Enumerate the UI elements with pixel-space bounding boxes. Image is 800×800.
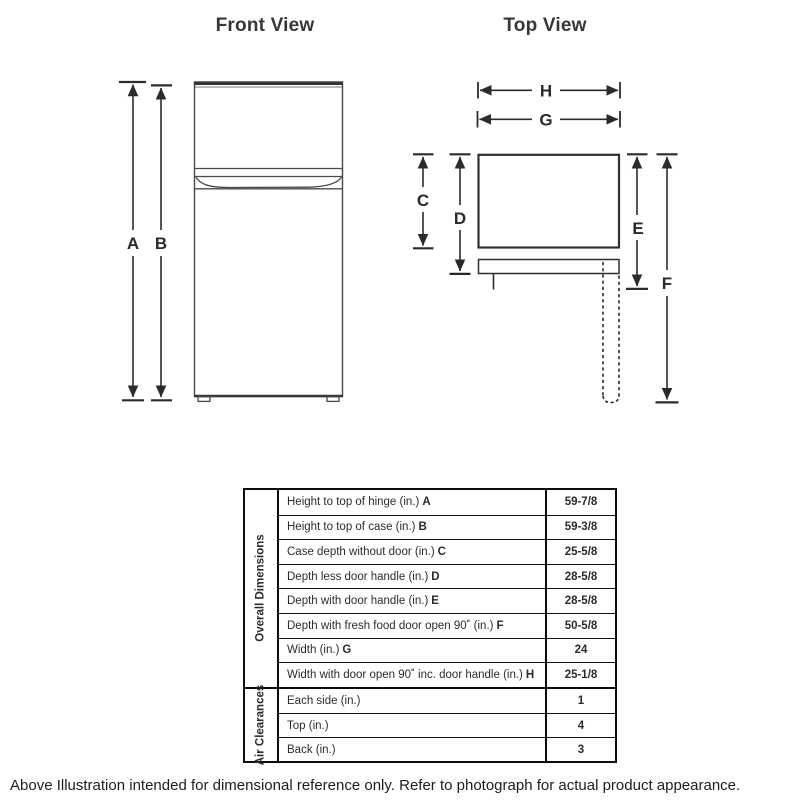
fridge-outline	[193, 81, 344, 398]
dimension-diagram: A B H	[119, 80, 679, 404]
fridge-foot-right	[326, 396, 340, 403]
row-value: 1	[545, 688, 615, 713]
top-view-title: Top View	[503, 15, 587, 36]
dim-label-c: C	[417, 191, 429, 210]
dim-c: C	[413, 153, 434, 250]
row-value: 4	[545, 713, 615, 738]
front-view: A B	[119, 80, 344, 403]
row-value: 25-1/8	[545, 663, 615, 687]
table-row: Back (in.) 3	[279, 737, 615, 762]
row-label: Depth less door handle (in.)	[287, 570, 429, 583]
dimensions-table: Overall Dimensions Height to top of hing…	[243, 488, 617, 765]
table-section-air-clearances: Air Clearances Each side (in.) 1 Top (in…	[245, 685, 615, 765]
row-label: Depth with fresh food door open 90˚ (in.…	[287, 619, 494, 632]
row-dimension-letter: E	[431, 595, 439, 608]
open-door-dashed-bottom	[602, 395, 620, 404]
table-row: Width with door open 90˚ inc. door handl…	[279, 662, 615, 687]
dim-label-h: H	[540, 82, 552, 101]
table-row: Depth less door handle (in.)D 28-5/8	[279, 563, 615, 589]
dim-label-b: B	[155, 234, 167, 253]
table-row: Top (in.) 4	[279, 712, 615, 738]
door-outline	[477, 258, 620, 275]
case-outline	[477, 153, 621, 249]
row-dimension-letter: C	[437, 545, 446, 558]
row-value: 3	[545, 738, 615, 762]
dim-a: A	[119, 80, 146, 402]
dim-label-d: D	[454, 209, 466, 228]
front-view-title: Front View	[215, 15, 315, 36]
top-view: H G C	[413, 82, 679, 404]
dim-f: F	[655, 153, 679, 404]
section-header-label: Overall Dimensions	[254, 534, 267, 643]
row-dimension-letter: D	[431, 570, 440, 583]
row-label: Width with door open 90˚ inc. door handl…	[287, 668, 523, 681]
row-label: Top (in.)	[287, 719, 329, 732]
row-value: 59-3/8	[545, 515, 615, 540]
footer-note: Above Illustration intended for dimensio…	[10, 777, 741, 794]
dim-label-e: E	[632, 219, 643, 238]
row-value: 28-5/8	[545, 589, 615, 613]
row-label: Height to top of case (in.)	[287, 521, 416, 534]
row-value: 59-7/8	[545, 490, 615, 515]
table-row: Depth with fresh food door open 90˚ (in.…	[279, 612, 615, 638]
dim-g: G	[476, 111, 621, 130]
dim-label-g: G	[539, 111, 552, 130]
row-value: 50-5/8	[545, 613, 615, 638]
row-dimension-letter: B	[418, 521, 427, 534]
section-header-air-clearances: Air Clearances	[245, 685, 279, 765]
table-row: Width (in.)G 24	[279, 637, 615, 663]
dim-b: B	[151, 84, 172, 402]
row-label: Each side (in.)	[287, 694, 361, 707]
table-row: Height to top of case (in.)B 59-3/8	[279, 514, 615, 540]
row-dimension-letter: A	[422, 496, 431, 509]
dim-label-a: A	[127, 234, 139, 253]
row-label: Depth with door handle (in.)	[287, 595, 429, 608]
dim-d: D	[449, 153, 471, 275]
fridge-handle-recess	[195, 176, 343, 189]
dim-e: E	[626, 153, 648, 290]
section-header-overall-dimensions: Overall Dimensions	[245, 490, 279, 687]
section-header-label: Air Clearances	[254, 684, 267, 766]
row-dimension-letter: F	[496, 619, 504, 632]
dim-h: H	[477, 82, 621, 101]
row-value: 24	[545, 638, 615, 663]
table-section-overall-dimensions: Overall Dimensions Height to top of hing…	[245, 490, 615, 687]
table-row: Each side (in.) 1	[279, 688, 615, 713]
row-label: Width (in.)	[287, 644, 340, 657]
row-dimension-letter: G	[342, 644, 352, 657]
table-row: Height to top of hinge (in.)A 59-7/8	[279, 490, 615, 515]
row-label: Back (in.)	[287, 743, 336, 756]
dim-label-f: F	[662, 274, 672, 293]
row-value: 25-5/8	[545, 540, 615, 564]
fridge-foot-left	[197, 396, 211, 403]
table-row: Depth with door handle (in.)E 28-5/8	[279, 588, 615, 613]
table-row: Case depth without door (in.)C 25-5/8	[279, 539, 615, 564]
row-value: 28-5/8	[545, 564, 615, 589]
row-dimension-letter: H	[525, 668, 535, 681]
row-label: Height to top of hinge (in.)	[287, 496, 420, 509]
row-label: Case depth without door (in.)	[287, 545, 435, 558]
